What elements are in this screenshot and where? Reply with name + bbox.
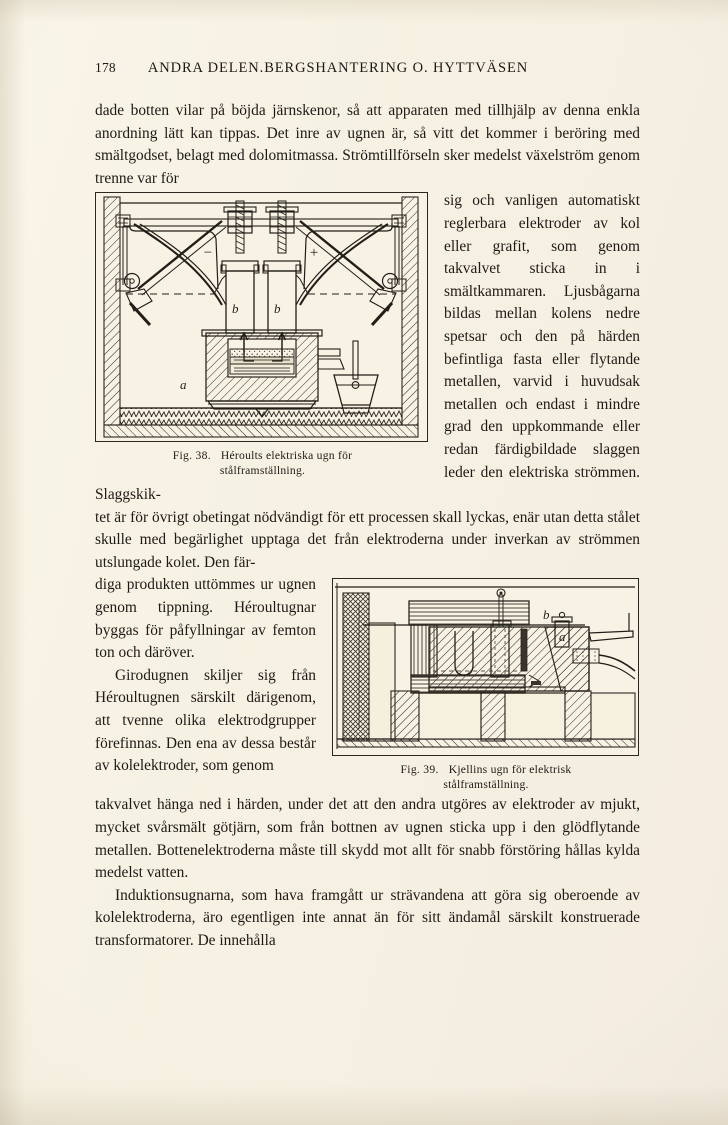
- figure-38-caption-line2: stålframställning.: [219, 463, 306, 477]
- figure-38-label-b-left: b: [232, 301, 239, 316]
- figure-38: − + b b: [95, 192, 430, 478]
- heroult-furnace-drawing: − + b b: [103, 196, 419, 438]
- figure-39-caption-line2: stålframställning.: [443, 777, 529, 791]
- figure-38-caption-line1: Héroults elektriska ugn för: [220, 449, 353, 463]
- running-head-left: ANDRA DELEN.: [147, 60, 265, 76]
- figure-38-number: Fig. 38.: [172, 449, 211, 463]
- scan-edge-bottom: [0, 1085, 728, 1125]
- scan-edge-top: [0, 0, 728, 22]
- running-head: 178 ANDRA DELEN.BERGSHANTERING O. HYTTVÄS…: [95, 60, 640, 78]
- paragraph-1-top: dade botten vilar på böjda järnskenor, s…: [95, 102, 640, 187]
- figure-39-number: Fig. 39.: [400, 763, 439, 777]
- figure-39-caption-line1: Kjellins ugn för elektrisk: [448, 763, 572, 777]
- electrode-plus-label: +: [310, 245, 318, 261]
- kjellin-furnace-drawing: b a: [335, 583, 636, 750]
- paragraph-2-full: takvalvet hänga ned i härden, under det …: [95, 796, 640, 882]
- figure-39-image: b a: [332, 578, 639, 757]
- figure-38-label-a: a: [180, 377, 187, 392]
- running-head-right: BERGSHANTERING O. HYTTVÄSEN: [264, 60, 529, 76]
- scan-edge-left: [0, 0, 26, 1125]
- figure-39-label-a: a: [559, 629, 566, 644]
- figure-39-label-b: b: [543, 607, 550, 622]
- figure-38-caption: Fig. 38. Héroults elektriska ugn för stål…: [95, 449, 430, 478]
- page-content: 178 ANDRA DELEN.BERGSHANTERING O. HYTTVÄS…: [95, 60, 640, 953]
- figure-39-caption: Fig. 39. Kjellins ugn för elektrisk stålf…: [332, 763, 640, 792]
- paragraph-1-full: tet är för övrigt obetingat nödvändigt f…: [95, 508, 640, 571]
- paragraph-3: Induktionsugnarna, som hava framgått ur …: [95, 886, 640, 950]
- figure-39: b a: [332, 578, 640, 792]
- page-folio-number: 178: [95, 60, 116, 75]
- figure-38-label-b-right: b: [274, 301, 281, 316]
- paragraph-1-wrapped: sig och vanligen automatiskt reglerbara …: [95, 192, 640, 504]
- figure-38-image: − + b b: [95, 192, 428, 443]
- paragraph-2-left-column: Girodugnen skiljer sig från Héroultugnen…: [95, 666, 316, 775]
- electrode-minus-label: −: [204, 245, 212, 261]
- paragraph-1-left-column: diga produkten uttömmes ur ugnen genom t…: [95, 576, 316, 662]
